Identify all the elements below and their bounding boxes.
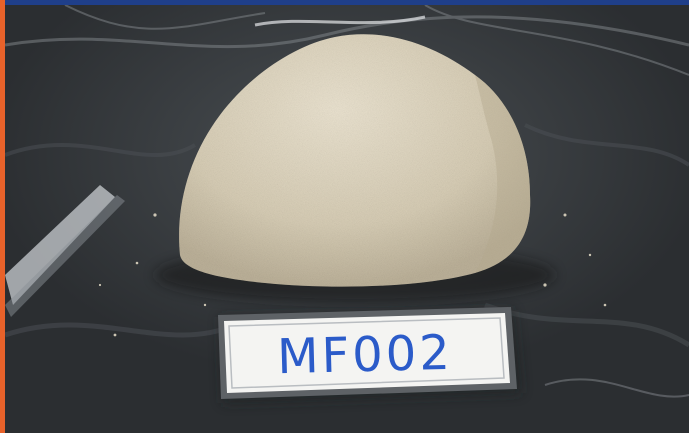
sample-label-card: MF002 xyxy=(218,307,521,403)
plastic-wrinkles xyxy=(5,5,689,398)
plastic-reflection xyxy=(5,185,115,305)
label-card-paper xyxy=(224,313,510,393)
sample-label-text: MF002 xyxy=(276,325,453,386)
top-accent-band xyxy=(0,0,689,5)
powder-sample-photo: MF002 xyxy=(5,5,689,433)
left-accent-band xyxy=(0,0,5,433)
powder-mound xyxy=(179,34,531,287)
powder-specks xyxy=(98,213,607,337)
